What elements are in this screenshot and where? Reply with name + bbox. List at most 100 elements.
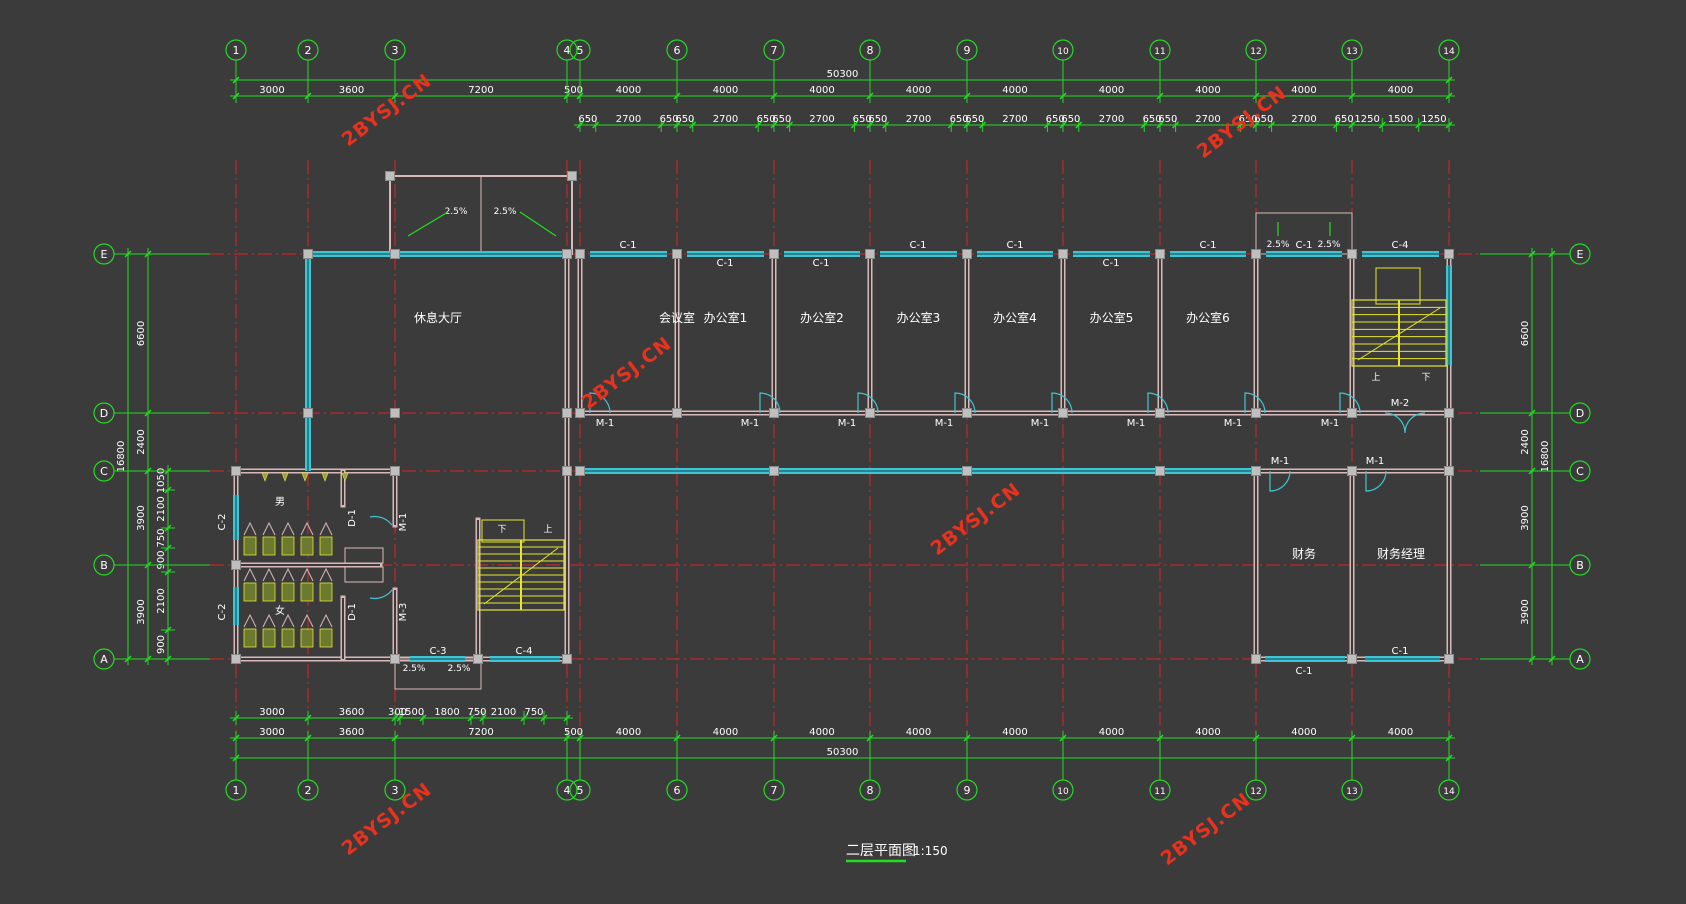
- dim-top-bays-text: 4000: [1291, 85, 1316, 96]
- column: [390, 249, 400, 259]
- dim-left-inner-text: 900: [156, 550, 167, 569]
- column: [575, 249, 585, 259]
- stair-west-landing: [481, 519, 525, 543]
- dim-left-inner-text: 2100: [156, 496, 167, 521]
- column: [562, 249, 572, 259]
- window-label-C-1: C-1: [1103, 258, 1120, 269]
- room-office-name-1: 办公室1: [704, 310, 748, 325]
- dim-left-inner-slash: [164, 524, 172, 532]
- dim-top-bays-text: 3600: [339, 85, 364, 96]
- dim-top-windows-slash: [1156, 121, 1164, 129]
- dim-bottom-bays-slash: [770, 734, 778, 742]
- toilet-stall: [300, 582, 314, 602]
- slope-label-2: 2.5%: [494, 207, 517, 217]
- door-m1-4: [954, 392, 976, 414]
- door-m1-3: [857, 392, 879, 414]
- dim-top-windows-text: 650: [1061, 114, 1080, 125]
- window-label-C-1: C-1: [717, 258, 734, 269]
- dim-bottom-windows-text: 1800: [434, 707, 459, 718]
- column: [562, 466, 572, 476]
- dim-bottom-bays-slash: [563, 734, 571, 742]
- dim-bottom-windows-slash: [232, 714, 240, 722]
- stall-door: [319, 613, 333, 628]
- dim-bottom-bays-text: 7200: [468, 727, 493, 738]
- room-office-name-2: 办公室2: [800, 310, 844, 325]
- axis-bubble-x-13: [1341, 39, 1363, 61]
- dim-top-bays-text: 3000: [259, 85, 284, 96]
- dim-top-windows-slash: [979, 121, 987, 129]
- dim-top-windows-slash: [1378, 121, 1386, 129]
- urinal: [281, 472, 289, 482]
- dim-top-windows-slash: [576, 121, 584, 129]
- dim-bottom-windows-slash: [540, 714, 548, 722]
- axis-bubble-label-x-7: 7: [771, 784, 778, 797]
- column: [1347, 408, 1357, 418]
- slope-label-6: 2.5%: [448, 664, 471, 674]
- wash-basin-counter: [344, 547, 384, 564]
- axis-bubble-x-6: [666, 779, 688, 801]
- dim-top-windows-text: 650: [965, 114, 984, 125]
- dim-top-bays-text: 4000: [1388, 85, 1413, 96]
- column: [769, 249, 779, 259]
- axis-bubble-x-5: [569, 39, 591, 61]
- dim-top-windows-slash: [866, 121, 874, 129]
- urinal: [321, 472, 329, 482]
- room-meeting-name: 会议室: [659, 310, 695, 325]
- column: [385, 171, 395, 181]
- column: [303, 249, 313, 259]
- column: [1347, 654, 1357, 664]
- column: [390, 654, 400, 664]
- dim-bottom-bays-text: 4000: [1291, 727, 1316, 738]
- dim-bottom-windows-text: 750: [467, 707, 486, 718]
- column: [1251, 466, 1261, 476]
- dim-top-windows-slash: [1332, 121, 1340, 129]
- columns: [231, 171, 1454, 664]
- door-label-m1-4: M-1: [935, 418, 954, 429]
- dim-top-windows-text: 2700: [616, 114, 641, 125]
- dim-bottom-bays-text: 3600: [339, 727, 364, 738]
- stair-east-up: 上: [1371, 372, 1380, 383]
- slope-arrow-1: [407, 211, 449, 237]
- door-label-m1-5: M-1: [1031, 418, 1050, 429]
- axis-bubble-label-x-10: 10: [1057, 47, 1069, 57]
- axis-bubble-label-x-10: 10: [1057, 787, 1069, 797]
- door-m1-toilet: [369, 515, 393, 526]
- dim-bottom-bays-text: 4000: [1388, 727, 1413, 738]
- door-label-m1-2: M-1: [741, 418, 760, 429]
- stall-door: [243, 521, 257, 536]
- door-label-m1-7: M-1: [1224, 418, 1243, 429]
- dim-top-windows-text: 650: [1143, 114, 1162, 125]
- dim-bottom-windows-text: 1500: [399, 707, 424, 718]
- toilet-stall: [300, 536, 314, 556]
- axis-bubble-label-x-1: 1: [233, 784, 240, 797]
- axis-bubble-label-y-C: C: [1576, 465, 1584, 478]
- door-m1-finance: [1269, 470, 1291, 492]
- dim-bottom-windows-slash: [396, 714, 404, 722]
- room-finance-name: 财务: [1292, 546, 1316, 561]
- axis-bubble-label-x-9: 9: [964, 784, 971, 797]
- dim-bottom-bays-slash: [391, 734, 399, 742]
- window-label-C-4: C-4: [1392, 240, 1409, 251]
- axis-bubble-x-3: [384, 779, 406, 801]
- stair-east-arrow: [1357, 307, 1441, 361]
- dim-top-windows-slash: [947, 121, 955, 129]
- column: [1444, 249, 1454, 259]
- dim-right-outer-text: 2400: [1520, 429, 1531, 454]
- stall-door: [243, 567, 257, 582]
- dim-top-total-text: 50300: [827, 69, 859, 80]
- axis-bubble-x-9: [956, 779, 978, 801]
- window-label-C-1: C-1: [910, 240, 927, 251]
- dim-top-windows-text: 650: [1046, 114, 1065, 125]
- windows: [233, 251, 1452, 662]
- toilet-stall: [243, 582, 257, 602]
- column: [865, 249, 875, 259]
- column: [769, 408, 779, 418]
- axis-bubble-label-x-12: 12: [1250, 47, 1261, 57]
- door-m3-toilet: [369, 589, 393, 600]
- door-label-d1-upper: D-1: [347, 509, 358, 527]
- room-office-name-6: 办公室6: [1186, 310, 1230, 325]
- stall-door: [319, 521, 333, 536]
- toilet-stall: [281, 536, 295, 556]
- stall-door: [319, 567, 333, 582]
